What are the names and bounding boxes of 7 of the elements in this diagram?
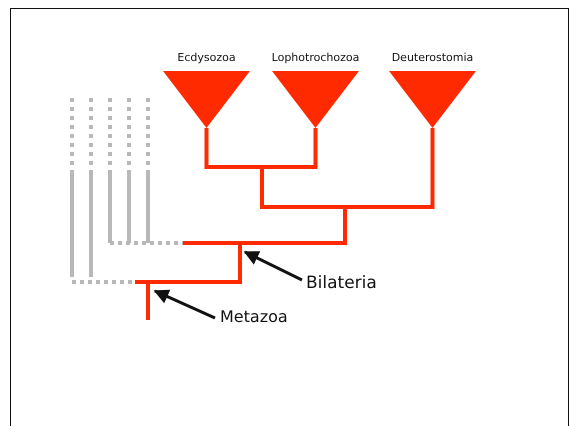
clade-label: Deuterostomia [390,51,474,64]
clade-label: Ecdysozoa [176,51,237,64]
leader-arrow [154,290,216,320]
leader-arrow [244,250,303,282]
clade-name: Metazoa [220,307,288,326]
clade-label: Lophotrochozoa [270,51,360,64]
clade-name: Bilateria [306,273,377,293]
